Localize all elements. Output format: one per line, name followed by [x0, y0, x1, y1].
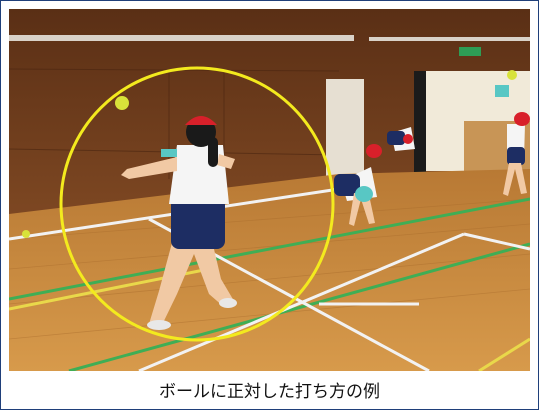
ceiling-pipe	[9, 35, 354, 41]
background-player-2	[387, 127, 415, 151]
gym-scene-illustration	[9, 9, 530, 371]
gym-photo	[9, 9, 530, 371]
photo-caption: ボールに正対した打ち方の例	[159, 382, 380, 402]
ball-floor	[22, 230, 30, 238]
curtain	[414, 71, 426, 181]
floor-planks	[9, 198, 530, 340]
door	[326, 79, 364, 191]
ball-main	[115, 96, 129, 110]
background-player-3	[495, 85, 530, 196]
background-player-1	[334, 144, 382, 226]
exit-sign	[459, 47, 481, 56]
main-player	[121, 116, 237, 330]
highlight-circle	[59, 66, 335, 342]
ceiling-pipe-right	[369, 37, 530, 41]
ball-right	[507, 70, 517, 80]
